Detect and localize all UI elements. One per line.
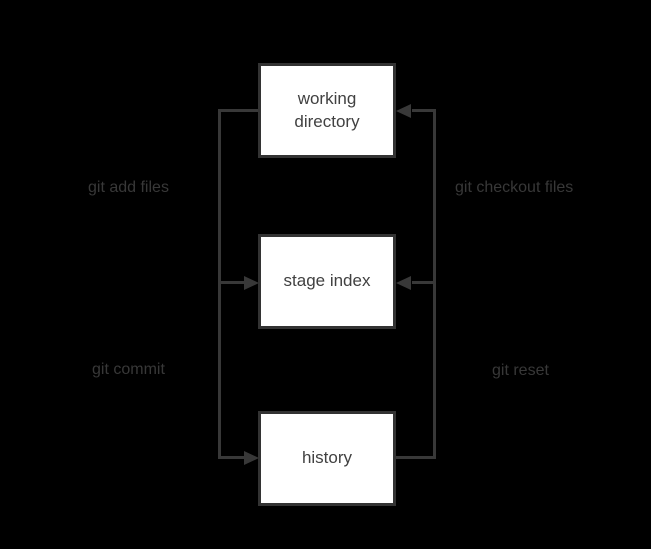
- edge-label-git-reset: git reset: [492, 362, 549, 379]
- node-stage-index-label: stage index: [283, 271, 371, 291]
- node-working-directory: working directory: [258, 63, 396, 158]
- arrowhead-right-icon: [244, 276, 259, 290]
- arrowhead-right-icon: [244, 451, 259, 465]
- node-history: history: [258, 411, 396, 506]
- history-left-incoming-line: [218, 456, 245, 459]
- left-connector-vertical-line: [218, 109, 221, 459]
- arrowhead-left-icon: [396, 104, 411, 118]
- history-right-outgoing-line: [393, 456, 436, 459]
- right-connector-vertical-line: [433, 109, 436, 459]
- edge-label-git-commit: git commit: [92, 361, 165, 378]
- working-directory-left-outgoing-line: [218, 109, 258, 112]
- arrowhead-left-icon: [396, 276, 411, 290]
- node-history-label: history: [301, 448, 353, 468]
- edge-label-git-checkout-files: git checkout files: [455, 179, 574, 196]
- stage-index-left-incoming-line: [218, 281, 245, 284]
- node-stage-index: stage index: [258, 234, 396, 329]
- stage-index-right-incoming-line: [412, 281, 436, 284]
- working-directory-right-incoming-line: [412, 109, 436, 112]
- edge-label-git-add-files: git add files: [88, 179, 169, 196]
- node-working-directory-label: working directory: [294, 88, 360, 131]
